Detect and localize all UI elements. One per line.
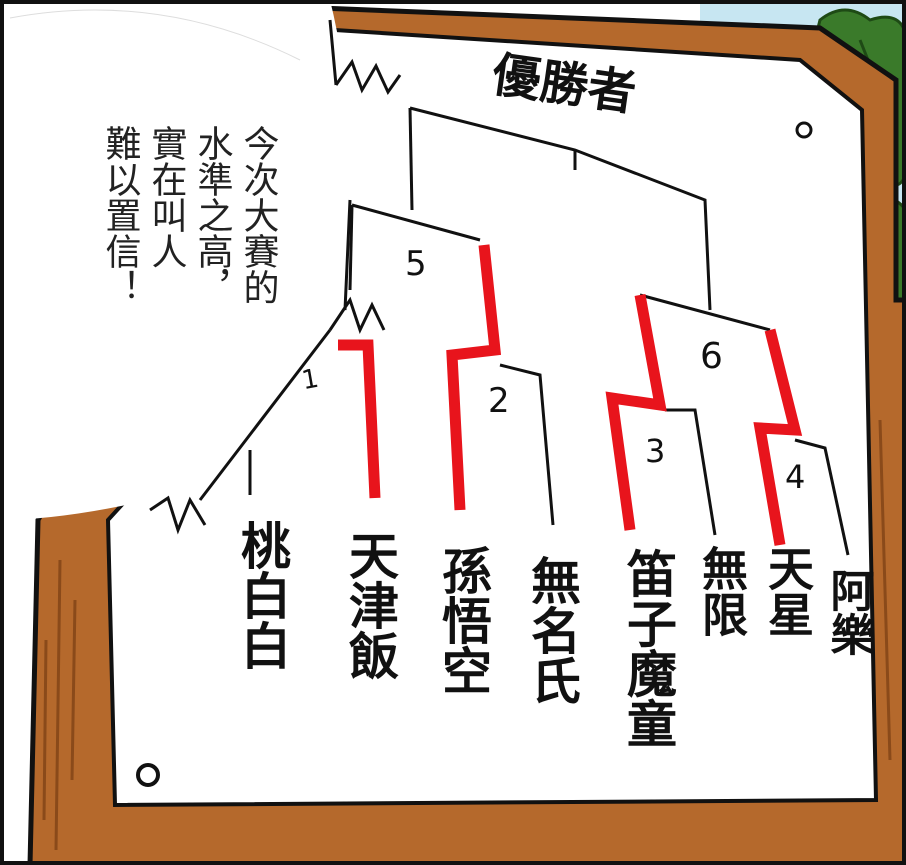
winner-paths (338, 244, 803, 546)
competitor-name: 桃白白 (233, 520, 291, 670)
bubble-line: 難以置信！ (100, 125, 141, 305)
board-screw (795, 121, 813, 139)
bubble-line: 今次大賽的 (238, 125, 279, 305)
competitor-name: 無名氏 (523, 555, 581, 705)
speech-bubble (0, 0, 348, 520)
competitor-name: 笛子魔童 (619, 548, 678, 748)
zigzag-top (328, 19, 402, 95)
board-screw (136, 763, 160, 787)
round-number-6: 6 (700, 336, 723, 377)
bubble-line: 水準之高， (192, 125, 233, 305)
zigzag-mid (328, 199, 386, 334)
round-number-3: 3 (645, 432, 665, 470)
bracket-lines (248, 106, 850, 556)
round-number-5: 5 (405, 244, 427, 284)
winner-path-tenshinhan (753, 328, 803, 546)
zigzag-low (149, 495, 207, 535)
bubble-line: 實在叫人 (146, 125, 187, 269)
winner-path-tianjinfan (338, 339, 381, 499)
winner-path-piccolo (605, 294, 667, 531)
round-number-2: 2 (488, 381, 510, 421)
winner-path-goku (446, 244, 502, 511)
competitor-name: 天星 (761, 545, 815, 637)
competitor-name: 阿樂 (823, 568, 875, 656)
competitor-name: 孫悟空 (434, 545, 492, 695)
round-number-1: 1 (300, 364, 322, 396)
competitor-name: 天津飯 (341, 530, 399, 680)
round-number-4: 4 (785, 458, 805, 496)
competitor-name: 無限 (695, 545, 749, 637)
